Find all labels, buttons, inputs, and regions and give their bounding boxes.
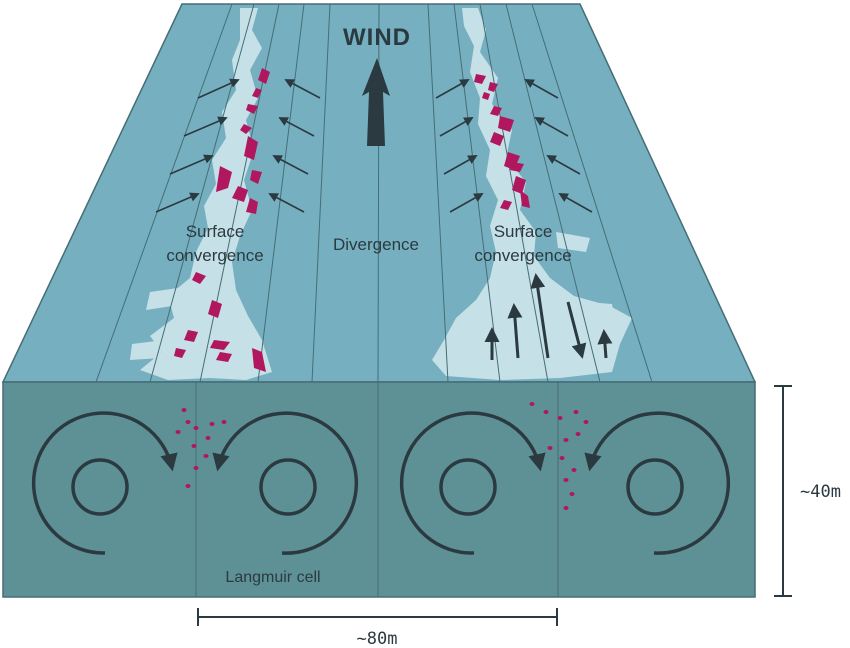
foam-streak-right [432,8,632,380]
foam-streak-left [130,8,272,380]
cell-core-4 [626,458,684,516]
convergence-label-right-line2: convergence [474,246,571,265]
surface-debris-left [174,68,270,372]
circular-arrow-icon [584,411,731,555]
cell-core-3 [439,458,497,516]
velocity-arrows [484,273,613,360]
langmuir-cells [31,411,731,555]
divergence-label: Divergence [333,235,419,254]
width-dimension [197,608,558,626]
circular-arrow-icon [212,411,359,555]
convergence-label-left-line1: Surface [186,222,245,241]
convergence-label-left-line2: convergence [166,246,263,265]
langmuir-cell-label: Langmuir cell [225,569,320,586]
subsurface-debris [175,402,589,510]
depth-label: ~40m [800,482,841,502]
convergence-arrows-left [155,78,321,213]
surface-debris-right [474,74,530,210]
depth-dimension [774,385,792,597]
cell-core-2 [259,458,317,516]
wind-label: WIND [343,24,411,51]
convergence-label-right-line1: Surface [494,222,553,241]
width-label: ~80m [357,629,398,648]
circular-arrow-icon [399,411,546,555]
convergence-arrows-right [435,79,593,213]
cell-core-1 [71,458,129,516]
circular-arrow-icon [31,411,178,555]
up-arrow-icon [362,58,390,146]
